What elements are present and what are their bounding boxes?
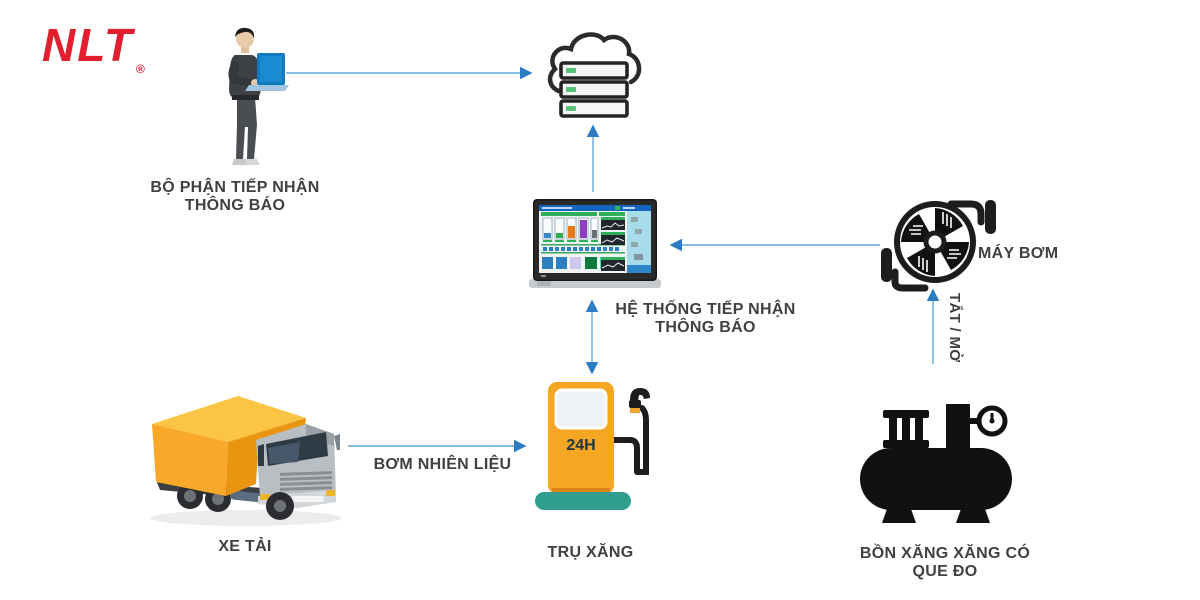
operator-person-icon — [205, 25, 295, 173]
brand-logo-text: NLT — [42, 19, 135, 71]
brand-logo: NLT® — [42, 19, 145, 75]
pump-machine-icon — [873, 190, 1003, 294]
monitoring-screen-icon — [527, 199, 663, 291]
tank-label: BỒN XĂNG XĂNG CÓ QUE ĐO — [845, 545, 1045, 581]
system-label-line2: THÔNG BÁO — [655, 319, 756, 336]
fuel-dispenser-icon: 24H — [530, 378, 655, 516]
receiver-label-line2: THÔNG BÁO — [184, 197, 286, 214]
fuel-tank-icon — [858, 396, 1018, 526]
dispenser-label: TRỤ XĂNG — [547, 544, 634, 561]
system-label: HỆ THỐNG TIẾP NHẬN THÔNG BÁO — [608, 301, 803, 337]
truck-label: XE TẢI — [218, 538, 272, 555]
pump-label: MÁY BƠM — [978, 245, 1059, 262]
receiver-label: BỘ PHẬN TIẾP NHẬN THÔNG BÁO — [95, 179, 375, 215]
receiver-label-line1: BỘ PHẬN TIẾP NHẬN — [150, 179, 320, 196]
registered-trademark: ® — [136, 62, 147, 76]
tank-label-line2: QUE ĐO — [912, 563, 978, 580]
tank-label-line1: BỒN XĂNG XĂNG CÓ — [859, 545, 1031, 562]
dispenser-24h-sign: 24H — [566, 437, 595, 454]
cloud-server-icon — [541, 26, 647, 122]
fuel-arrow-label: BƠM NHIÊN LIỆU — [373, 456, 512, 473]
onoff-arrow-label: TẮT / MỞ — [946, 293, 963, 363]
truck-icon — [138, 384, 348, 530]
system-label-line1: HỆ THỐNG TIẾP NHẬN — [615, 301, 796, 318]
